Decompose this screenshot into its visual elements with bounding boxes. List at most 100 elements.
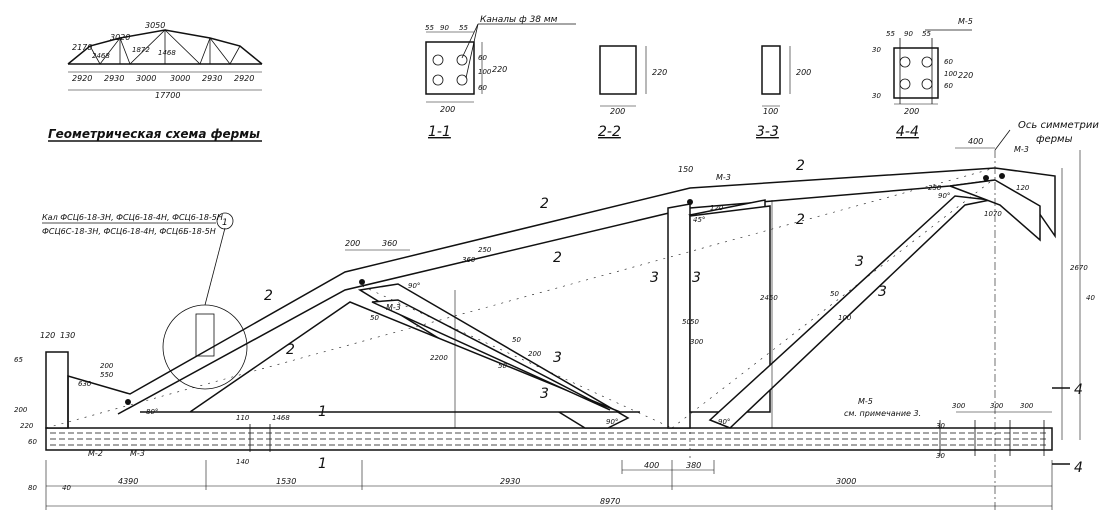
section-3-3-outline <box>761 45 781 95</box>
dim-text: 50 <box>498 362 507 370</box>
dim-text: 50 <box>512 336 521 344</box>
dim-text: 1468 <box>272 414 290 422</box>
leader-line <box>465 23 479 79</box>
scheme-side-dim: 1872 <box>132 46 150 54</box>
angle-label: 90° <box>408 282 420 290</box>
dim-text: 4390 <box>118 477 138 486</box>
dim-text: 65 <box>14 356 23 364</box>
member-label: 1 <box>318 404 327 420</box>
channel-hole <box>456 54 468 66</box>
section-4-4: М-5 55 90 55 30 60 100 60 220 30 200 4-4 <box>872 17 973 140</box>
section-3-3: 200 100 3-3 <box>756 45 811 140</box>
leader-line <box>461 23 479 59</box>
dim-text: 2200 <box>430 354 448 362</box>
dim-text: 120 <box>40 331 55 340</box>
mark-label: М-3 <box>386 303 401 312</box>
angle-label: 90° <box>938 192 950 200</box>
dim-text: 1530 <box>276 477 296 486</box>
section-4-4-outline <box>893 47 939 99</box>
width-dim: 100 <box>763 107 778 116</box>
dim-text: 120 <box>1016 184 1030 192</box>
top-chord-end <box>994 167 1056 239</box>
dim-text: 50 <box>682 318 691 326</box>
scheme-bottom-dim: 2920 <box>72 74 92 83</box>
dim-text: 400 <box>644 461 659 470</box>
dim-text: 200 <box>528 350 542 358</box>
panel-opening <box>689 205 771 413</box>
dim-text: 40 <box>62 484 71 492</box>
diagonal-web-right <box>708 195 991 429</box>
leader-line <box>994 129 1011 151</box>
scheme-title: Геометрическая схема фермы <box>48 127 260 141</box>
angle-label: 80° <box>146 408 158 416</box>
dim-text: 300 <box>952 402 966 410</box>
cut-label: 4 <box>1074 382 1083 398</box>
member-label: 2 <box>540 196 549 212</box>
dim-text: 110 <box>236 414 250 422</box>
dim-text: 80 <box>28 484 37 492</box>
dim-text: 130 <box>60 331 75 340</box>
mark-label: М-3 <box>130 449 145 458</box>
dim-text: 3000 <box>836 477 856 486</box>
dim-text: 120 <box>710 204 724 212</box>
member-label: 3 <box>540 386 549 402</box>
dim-text: 60 <box>944 58 953 66</box>
member-label: 2 <box>286 342 295 358</box>
scheme-top-dim: 3020 <box>110 33 130 42</box>
section-2-2-outline <box>599 45 637 95</box>
dim-text: 360 <box>462 256 476 264</box>
section-label: 3-3 <box>756 124 779 140</box>
dim-text: 100 <box>944 70 958 78</box>
dim-text: 40 <box>1086 294 1095 302</box>
channels-note: Каналы ф 38 мм <box>480 15 558 25</box>
leader-line <box>204 227 226 306</box>
angle-label: 45° <box>693 216 705 224</box>
node-dot <box>687 199 693 205</box>
dim-text: 150 <box>678 165 693 174</box>
dim-text: 2450 <box>760 294 778 302</box>
member-label: 2 <box>264 288 273 304</box>
channel-hole <box>899 56 911 68</box>
dim-text: 60 <box>944 82 953 90</box>
vertical-post <box>667 203 691 429</box>
dim-text: 50 <box>370 314 379 322</box>
apex-block <box>949 179 1041 242</box>
member-label: 1 <box>318 456 327 472</box>
scheme-web-right <box>164 29 241 65</box>
channel-hole <box>456 74 468 86</box>
callout-bubble <box>216 212 234 230</box>
support-block <box>45 351 69 429</box>
scheme-bottom-dim: 3000 <box>136 74 156 83</box>
node-dot <box>359 279 365 285</box>
channel-hole <box>921 78 933 90</box>
symmetry-axis-label: Ось симметрии <box>1018 120 1099 131</box>
width-dim: 200 <box>904 107 919 116</box>
member-label: 2 <box>796 158 805 174</box>
dim-text: 300 <box>990 402 1004 410</box>
section-label: 4-4 <box>896 124 919 140</box>
web-highlight <box>371 299 611 411</box>
dim-text: 200 <box>345 239 360 248</box>
dim-text: 200 <box>14 406 28 414</box>
scheme-top-dim: 2170 <box>72 43 92 52</box>
dim-text: 300 <box>690 338 704 346</box>
cut-label: 4 <box>1074 460 1083 476</box>
mark-m5: М-5 <box>958 17 973 26</box>
node-dot <box>125 399 131 405</box>
dim-text: 550 <box>100 371 114 379</box>
dim-text: 360 <box>382 239 397 248</box>
dim-text: 90 <box>904 30 913 38</box>
angle-label: 90° <box>718 418 730 426</box>
dim-text: 250 <box>928 184 942 192</box>
dim-text: 50 <box>830 290 839 298</box>
channel-hole <box>921 56 933 68</box>
dim-text: 60 <box>478 54 487 62</box>
member-label: 3 <box>650 270 659 286</box>
member-label: 2 <box>553 250 562 266</box>
scheme-bottom-dim: 2930 <box>104 74 124 83</box>
note-reference: см. примечание 3. <box>844 409 921 418</box>
dim-text: 30 <box>872 92 881 100</box>
angle-label: 90° <box>606 418 618 426</box>
node-dot <box>999 173 1005 179</box>
